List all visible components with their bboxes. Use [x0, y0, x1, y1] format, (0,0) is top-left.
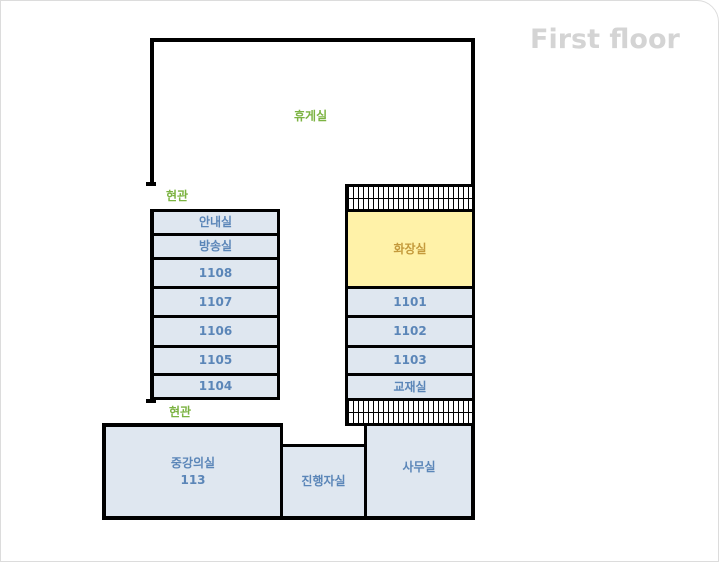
room-label: 방송실 — [198, 239, 233, 253]
room-label: 1101 — [393, 294, 427, 309]
room-label: 1105 — [198, 353, 233, 367]
room-label: 진행자실 — [301, 474, 346, 488]
room-1101: 1101 — [345, 286, 475, 318]
room-label: 교재실 — [393, 379, 427, 394]
room-label: 1108 — [198, 265, 233, 280]
stairs-top — [345, 184, 475, 212]
room-label: 안내실 — [198, 215, 233, 229]
room-label: 사무실 — [402, 459, 436, 474]
floor-title: First floor — [530, 24, 680, 55]
room-1106: 1106 — [151, 315, 280, 348]
room-1102: 1102 — [345, 315, 475, 348]
wall-lounge-left — [150, 38, 154, 186]
stairs-bottom — [345, 398, 475, 426]
room-1105: 1105 — [151, 345, 280, 376]
room-label: 중강의실 — [170, 455, 216, 470]
room-host: 진행자실 — [280, 444, 367, 520]
room-1107: 1107 — [151, 286, 280, 318]
room-info: 안내실 — [151, 209, 280, 236]
wall-lounge-top — [150, 38, 475, 42]
room-1103: 1103 — [345, 345, 475, 376]
room-restroom: 화장실 — [345, 209, 475, 289]
room-label: 1102 — [393, 324, 427, 338]
room-materials: 교재실 — [345, 373, 475, 401]
room-number: 113 — [180, 472, 206, 487]
entrance-label-bottom: 현관 — [169, 405, 192, 419]
room-broadcast: 방송실 — [151, 233, 280, 260]
lounge-label: 휴게실 — [294, 109, 328, 123]
room-label: 화장실 — [393, 241, 427, 256]
room-label: 1106 — [198, 324, 233, 338]
room-lecture-113: 중강의실 113 — [102, 423, 283, 520]
room-office: 사무실 — [364, 423, 475, 520]
room-label: 1103 — [393, 353, 427, 367]
room-1104: 1104 — [151, 373, 280, 400]
entrance-label-top: 현관 — [166, 189, 189, 203]
wall-cap-bottom — [146, 399, 156, 403]
wall-cap-top — [146, 182, 156, 186]
room-1108: 1108 — [151, 257, 280, 289]
room-label: 1104 — [198, 379, 233, 393]
room-label: 1107 — [198, 294, 233, 309]
